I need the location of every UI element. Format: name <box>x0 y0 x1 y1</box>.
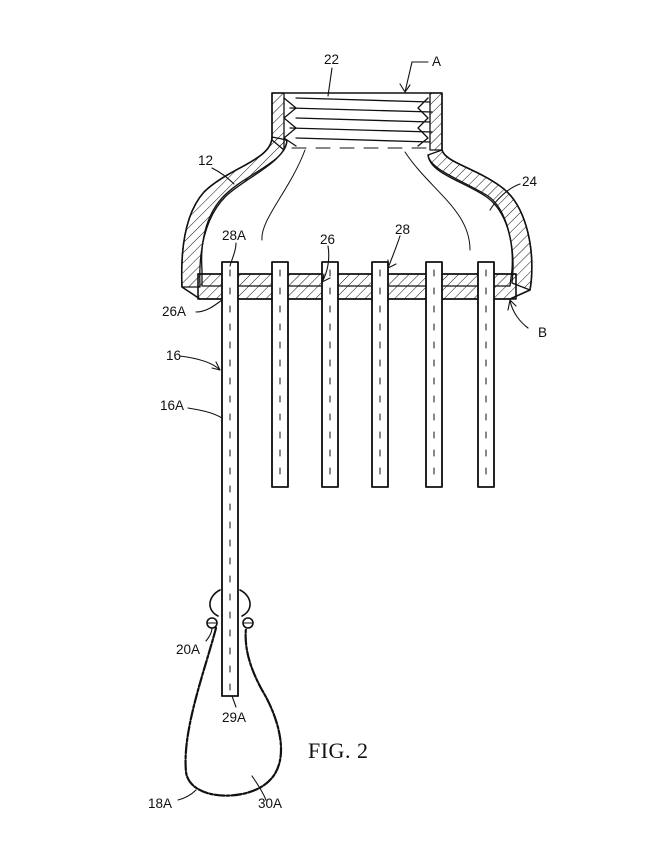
short-tube-4 <box>425 261 443 488</box>
label-28A: 28A <box>222 228 246 243</box>
neck-threads <box>271 92 443 151</box>
label-12: 12 <box>198 153 213 168</box>
label-A: A <box>432 54 441 69</box>
label-16: 16 <box>166 348 181 363</box>
label-18A: 18A <box>148 796 172 811</box>
label-22: 22 <box>324 52 339 67</box>
label-29A: 29A <box>222 710 246 725</box>
cap-inner-cavity <box>200 139 513 287</box>
label-24: 24 <box>522 174 538 189</box>
label-26: 26 <box>320 232 335 247</box>
cap-wall-right-hatch <box>427 149 533 291</box>
long-tube <box>221 261 239 697</box>
label-30A: 30A <box>258 796 282 811</box>
figure-caption: FIG. 2 <box>308 738 368 763</box>
reference-labels: 22 A 12 24 28A 26 28 26A B 16 16A 20A 29… <box>148 52 547 811</box>
cap-wall-left-hatch <box>181 136 288 288</box>
label-16A: 16A <box>160 398 184 413</box>
cross-plate <box>197 273 517 300</box>
cap-inner-dome <box>261 149 471 251</box>
label-20A: 20A <box>176 642 200 657</box>
short-tube-1 <box>271 261 289 488</box>
clip-ring <box>206 589 254 629</box>
label-B: B <box>538 325 547 340</box>
short-tube-3 <box>371 261 389 488</box>
label-26A: 26A <box>162 304 186 319</box>
leader-lines <box>177 61 529 801</box>
short-tube-5 <box>477 261 495 488</box>
label-28: 28 <box>395 222 410 237</box>
collection-bag <box>184 626 283 797</box>
short-tube-2 <box>321 261 339 488</box>
